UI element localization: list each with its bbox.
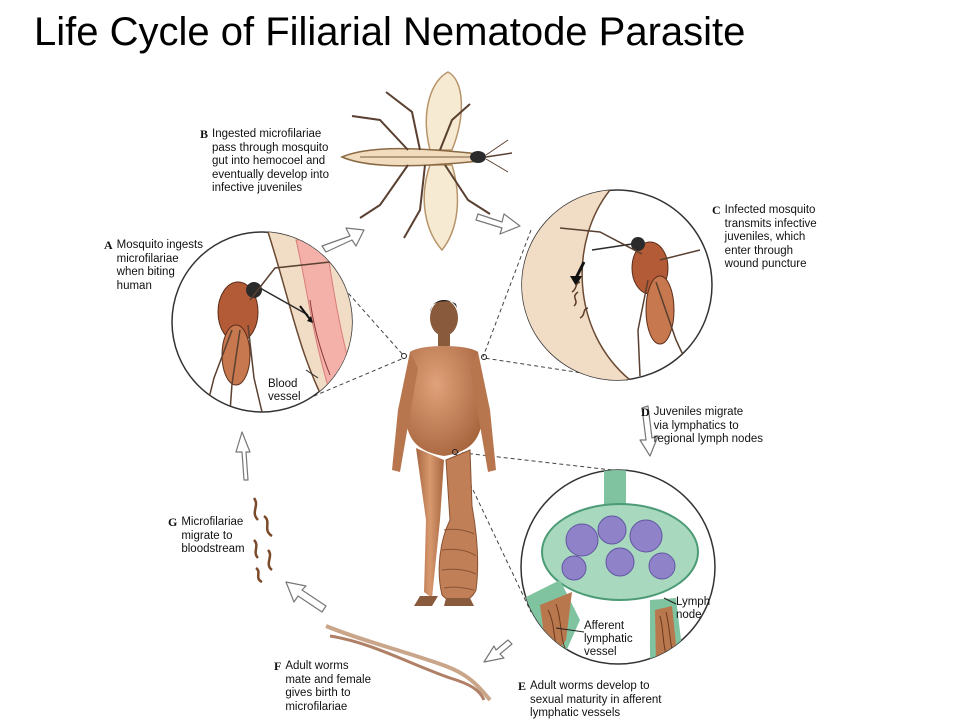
inset-a-mosquito-biting xyxy=(171,231,353,413)
label-leaders xyxy=(305,369,677,633)
mosquito-b-illustration xyxy=(340,71,513,252)
lymph-node-label: Lymph node xyxy=(676,596,711,621)
step-g-text: Microfilariae migrate to bloodstream xyxy=(181,516,245,555)
human-figure xyxy=(392,300,496,606)
step-b-letter: B xyxy=(200,127,209,141)
step-b-text: Ingested microfilariae pass through mosq… xyxy=(212,128,330,194)
step-c-text: Infected mosquito transmits infective ju… xyxy=(724,204,817,270)
inset-c-mosquito-transmits xyxy=(521,189,713,381)
step-c-letter: C xyxy=(712,203,721,217)
step-d-text: Juveniles migrate via lymphatics to regi… xyxy=(653,406,763,445)
worms xyxy=(252,497,492,702)
step-g-letter: G xyxy=(168,515,178,529)
step-f-letter: F xyxy=(274,659,282,673)
step-a-letter: A xyxy=(104,238,113,252)
step-e-text: Adult worms develop to sexual maturity i… xyxy=(530,680,662,719)
step-a-text: Mosquito ingests microfilariae when biti… xyxy=(116,239,203,292)
step-f-text: Adult worms mate and female gives birth … xyxy=(285,660,372,713)
blood-vessel-label: Blood vessel xyxy=(268,378,301,403)
page-title: Life Cycle of Filiarial Nematode Parasit… xyxy=(34,10,746,54)
step-d-letter: D xyxy=(641,405,650,419)
afferent-vessel-label: Afferent lymphatic vessel xyxy=(584,620,633,658)
step-e-letter: E xyxy=(518,679,527,693)
cycle-arrows xyxy=(235,213,659,663)
